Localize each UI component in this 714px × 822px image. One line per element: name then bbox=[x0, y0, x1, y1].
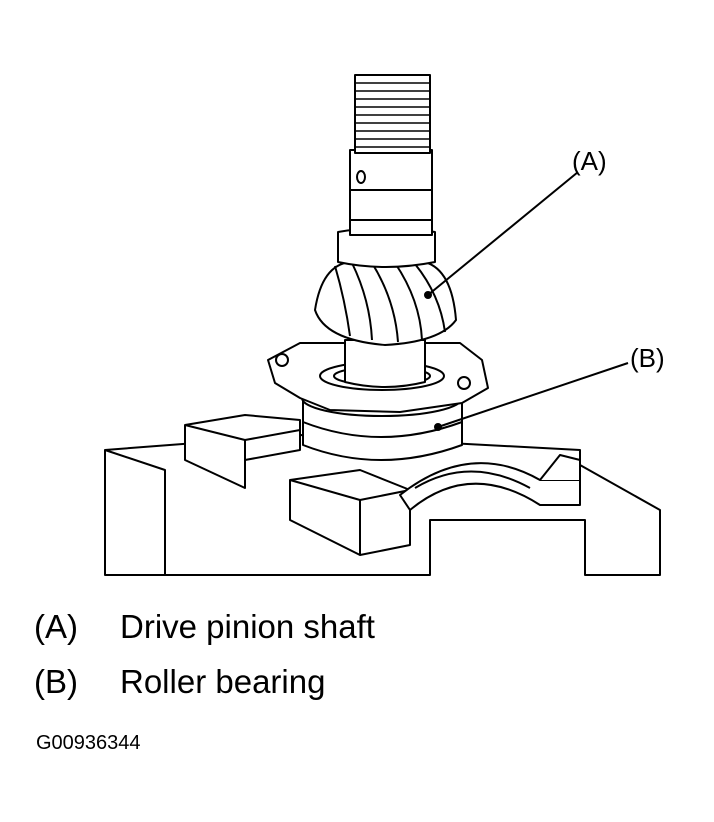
callout-label-a: (A) bbox=[572, 146, 607, 176]
legend-row-a: (A) Drive pinion shaft bbox=[34, 610, 375, 643]
legend-key-a: (A) bbox=[34, 608, 78, 645]
figure-id: G00936344 bbox=[36, 732, 141, 754]
callout-label-b: (B) bbox=[630, 343, 665, 373]
leader-line-b bbox=[437, 362, 629, 428]
legend-text-b: Roller bearing bbox=[120, 663, 326, 700]
legend-key-b: (B) bbox=[34, 663, 78, 700]
leader-line-a bbox=[427, 171, 579, 296]
legend-text-a: Drive pinion shaft bbox=[120, 608, 375, 645]
legend-row-b: (B) Roller bearing bbox=[34, 665, 325, 698]
bearing-installation-illustration bbox=[104, 74, 661, 576]
drive-pinion-shaft bbox=[314, 74, 457, 388]
press-base-block bbox=[104, 414, 661, 576]
